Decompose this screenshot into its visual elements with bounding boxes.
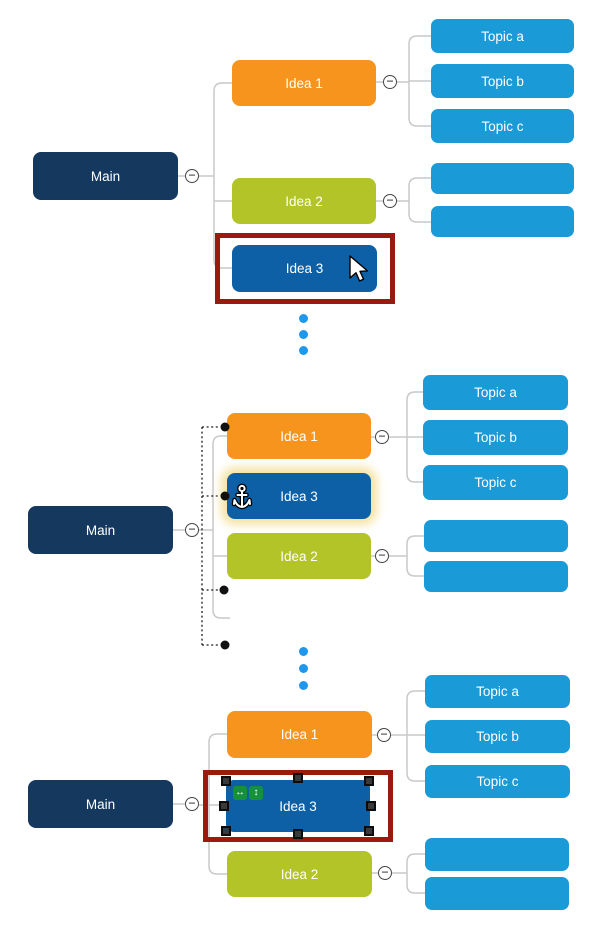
p3-topic-c-node[interactable]: Topic c (425, 765, 570, 798)
resize-handle-middle-right[interactable] (366, 801, 376, 811)
p1-idea1-node[interactable]: Idea 1 (232, 60, 376, 106)
separator-dot (299, 314, 308, 323)
minus-icon: − (386, 73, 394, 88)
p3-topic-b-node[interactable]: Topic b (425, 720, 570, 753)
p2-main-collapse-button[interactable]: − (185, 523, 199, 537)
p1-topic-a-node[interactable]: Topic a (431, 19, 574, 53)
resize-handle-middle-left[interactable] (219, 801, 229, 811)
p2-idea3-node-dragging[interactable]: Idea 3 (227, 473, 371, 519)
vertical-resize-icon[interactable]: ↕ (249, 786, 263, 800)
p1-idea2-subtopic-blank-2[interactable] (431, 206, 574, 237)
p3-topic-a-node[interactable]: Topic a (425, 675, 570, 708)
resize-handle-top-middle[interactable] (293, 773, 303, 783)
p3-idea2-subtopic-blank-2[interactable] (425, 877, 569, 910)
resize-handle-bottom-left[interactable] (221, 826, 231, 836)
p1-idea1-collapse-button[interactable]: − (383, 75, 397, 89)
p1-main-collapse-button[interactable]: − (185, 169, 199, 183)
p3-idea1-collapse-button[interactable]: − (377, 728, 391, 742)
p3-main-node[interactable]: Main (28, 780, 173, 828)
minus-icon: − (378, 428, 386, 443)
p1-main-node[interactable]: Main (33, 152, 178, 200)
separator-dot (299, 664, 308, 673)
p2-topic-c-node[interactable]: Topic c (423, 465, 568, 500)
minus-icon: − (380, 726, 388, 741)
vertical-arrow-glyph: ↕ (253, 787, 259, 798)
minus-icon: − (188, 795, 196, 810)
p1-idea2-subtopic-blank-1[interactable] (431, 163, 574, 194)
p2-topic-b-node[interactable]: Topic b (423, 420, 568, 455)
p3-selection-highlight-frame (203, 770, 393, 842)
resize-handle-top-left[interactable] (221, 776, 231, 786)
p3-idea2-subtopic-blank-1[interactable] (425, 838, 569, 871)
separator-dot (299, 330, 308, 339)
minus-icon: − (386, 192, 394, 207)
p1-topic-b-node[interactable]: Topic b (431, 64, 574, 98)
p2-idea2-node[interactable]: Idea 2 (227, 533, 371, 579)
p2-idea1-collapse-button[interactable]: − (375, 430, 389, 444)
horizontal-resize-icon[interactable]: ↔ (233, 786, 247, 800)
p2-idea2-subtopic-blank-2[interactable] (424, 561, 568, 592)
resize-handle-bottom-right[interactable] (364, 826, 374, 836)
p2-topic-a-node[interactable]: Topic a (423, 375, 568, 410)
p2-idea2-subtopic-blank-1[interactable] (424, 520, 568, 552)
p1-idea2-node[interactable]: Idea 2 (232, 178, 376, 224)
p2-idea2-collapse-button[interactable]: − (375, 549, 389, 563)
drop-target-dotted-lines (201, 426, 220, 646)
p2-idea1-node[interactable]: Idea 1 (227, 413, 371, 459)
separator-dot (299, 647, 308, 656)
minus-icon: − (378, 547, 386, 562)
resize-handle-bottom-middle[interactable] (293, 829, 303, 839)
p1-idea2-collapse-button[interactable]: − (383, 194, 397, 208)
p1-topic-c-node[interactable]: Topic c (431, 109, 574, 143)
minus-icon: − (381, 864, 389, 879)
p1-selection-highlight-frame (215, 233, 395, 304)
p3-idea1-node[interactable]: Idea 1 (227, 711, 372, 758)
minus-icon: − (188, 167, 196, 182)
separator-dot (299, 346, 308, 355)
p2-main-node[interactable]: Main (28, 506, 173, 554)
minus-icon: − (188, 521, 196, 536)
p3-main-collapse-button[interactable]: − (185, 797, 199, 811)
horizontal-arrow-glyph: ↔ (235, 787, 245, 798)
p3-idea2-node[interactable]: Idea 2 (227, 851, 372, 897)
resize-handle-top-right[interactable] (364, 776, 374, 786)
separator-dot (299, 681, 308, 690)
p3-idea2-collapse-button[interactable]: − (378, 866, 392, 880)
